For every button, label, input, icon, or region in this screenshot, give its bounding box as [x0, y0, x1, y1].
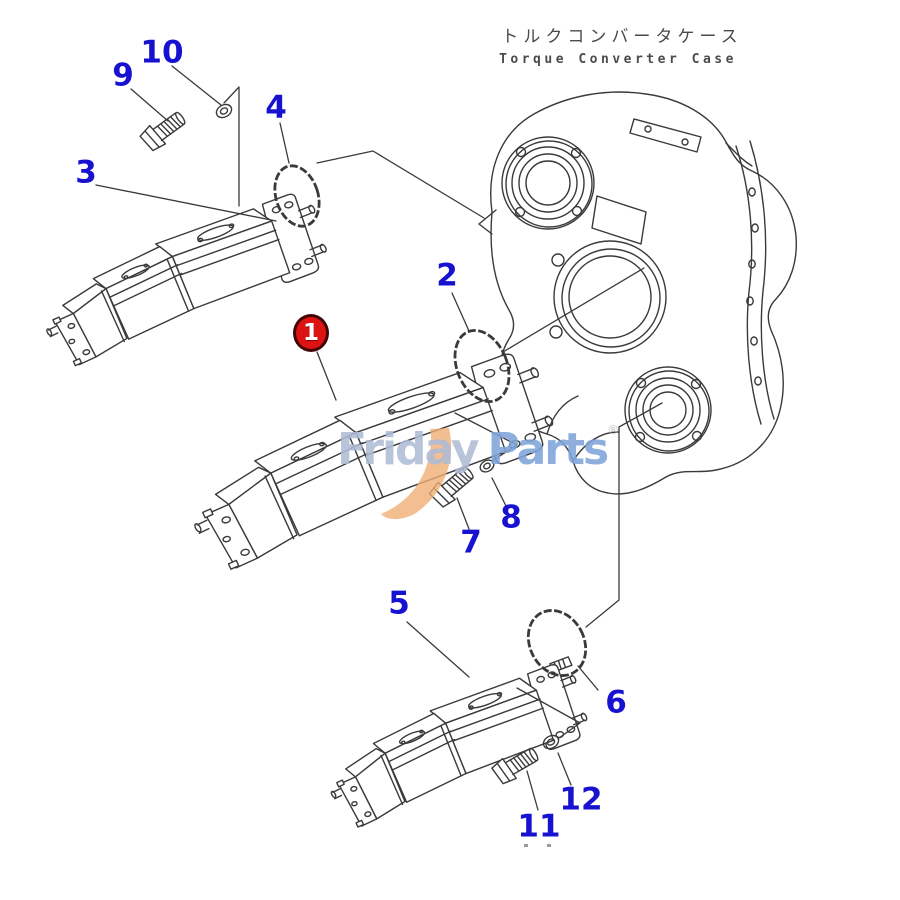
- pump-assembly-5-drawing: [313, 655, 601, 832]
- o-ring-6-drawing: [517, 600, 597, 685]
- leader-lines: [96, 66, 662, 810]
- dotted-line-fragment: [524, 844, 551, 847]
- pump-assembly-3-drawing: [27, 188, 341, 372]
- title-english: Torque Converter Case: [499, 52, 737, 67]
- washer-10-drawing: [213, 101, 235, 121]
- callout-3[interactable]: 3: [75, 154, 97, 191]
- watermark-swoosh-icon: [381, 428, 452, 520]
- callout-1[interactable]: 1: [293, 314, 329, 352]
- callout-7[interactable]: 7: [460, 524, 482, 561]
- o-ring-4-drawing: [267, 160, 326, 232]
- callout-12[interactable]: 12: [559, 781, 603, 818]
- callout-2[interactable]: 2: [436, 257, 458, 294]
- case-center-bore: [550, 241, 666, 353]
- title-japanese: トルクコンバータケース: [501, 27, 743, 47]
- case-flange-top-left: [502, 137, 594, 229]
- callout-6[interactable]: 6: [605, 684, 627, 721]
- callout-8[interactable]: 8: [500, 499, 522, 536]
- o-ring-2-drawing: [445, 322, 519, 409]
- callout-5[interactable]: 5: [388, 585, 410, 622]
- torque-converter-case-drawing: [479, 92, 796, 494]
- callout-11[interactable]: 11: [517, 808, 561, 845]
- case-flange-bottom: [625, 367, 711, 453]
- callout-4[interactable]: 4: [265, 89, 287, 126]
- callout-9[interactable]: 9: [112, 57, 134, 94]
- bolt-9-drawing: [137, 106, 191, 154]
- callout-10[interactable]: 10: [140, 34, 184, 71]
